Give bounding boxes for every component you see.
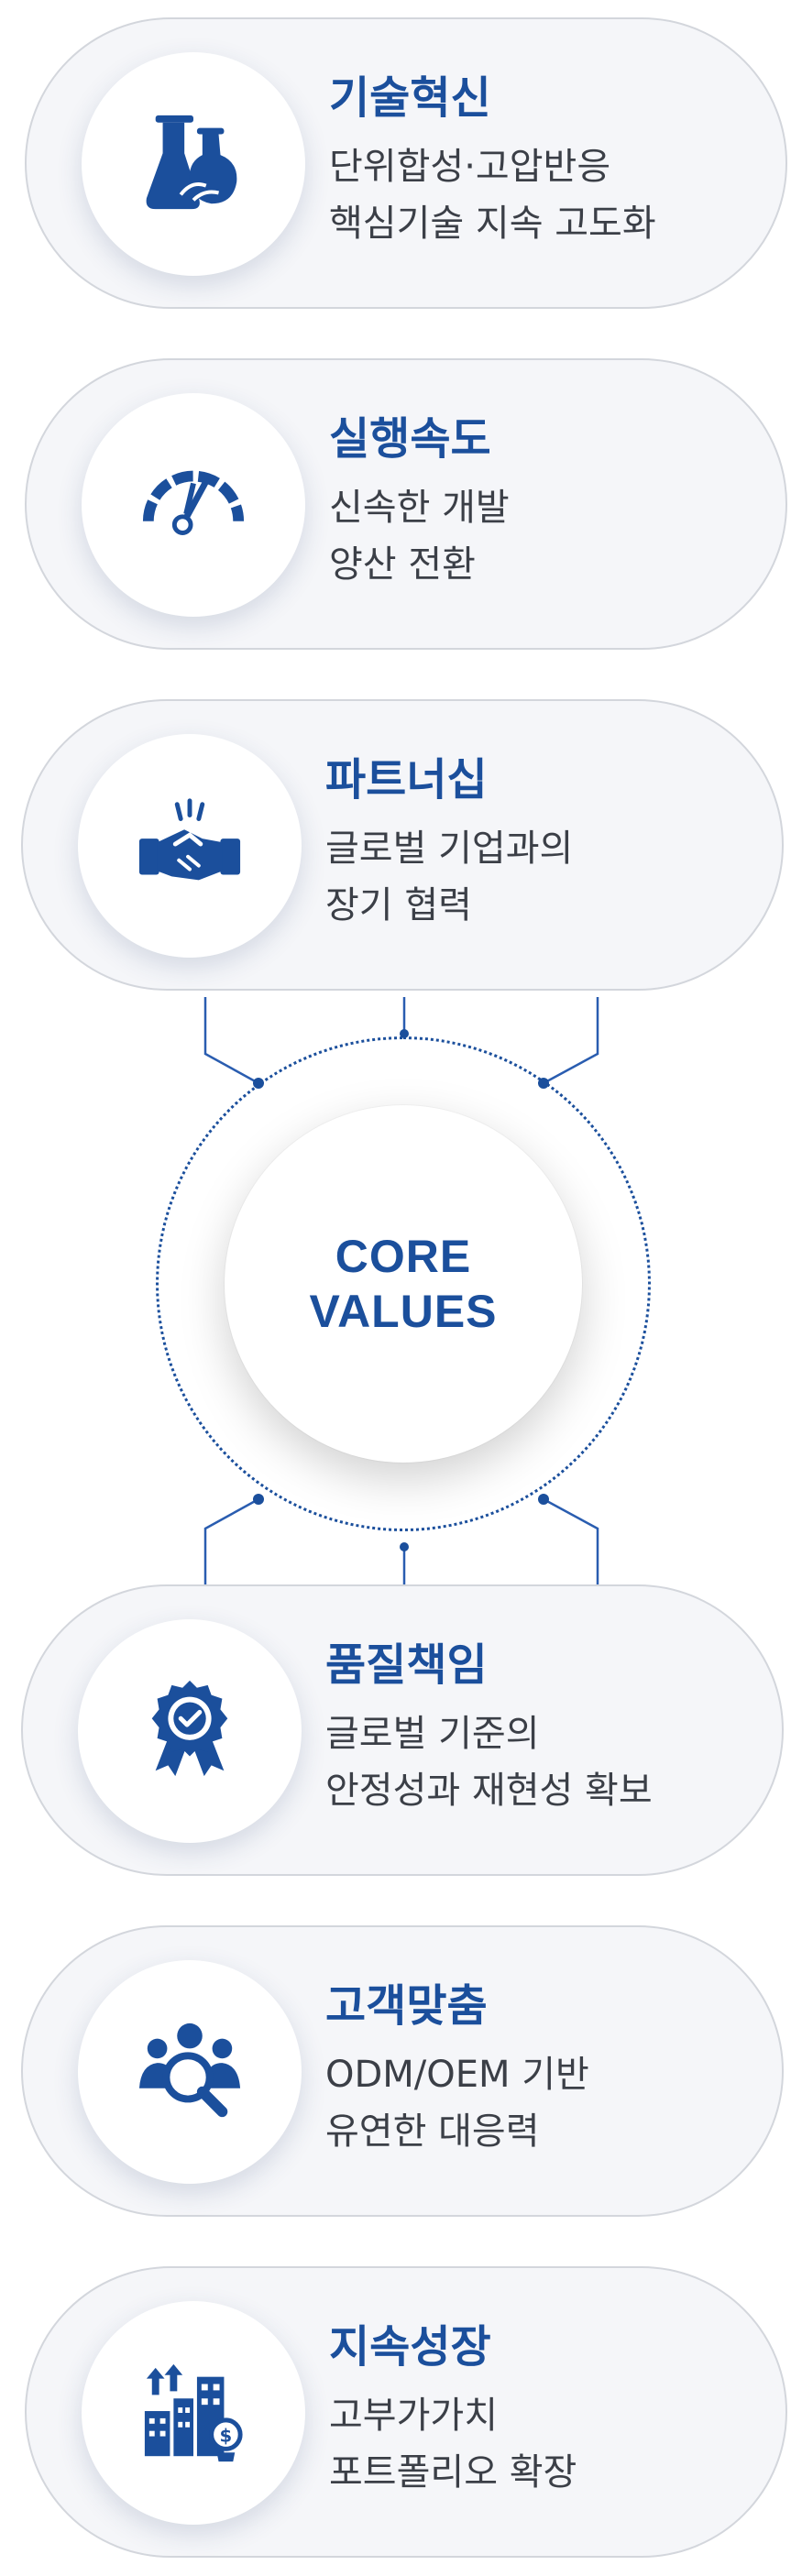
core-dotted-ring [156, 1036, 651, 1531]
icon-circle [78, 1960, 302, 2184]
value-card-speed: 실행속도 신속한 개발 양산 전환 [25, 358, 787, 650]
speedometer-icon [142, 470, 245, 535]
growth-buildings-icon: $ [144, 2363, 243, 2462]
value-desc-line2: 양산 전환 [329, 543, 476, 586]
icon-circle [82, 393, 305, 617]
icon-circle: $ [82, 2301, 305, 2525]
value-desc-line1: ODM/OEM 기반 [325, 2054, 589, 2096]
quality-badge-icon [151, 1680, 228, 1777]
handshake-icon [138, 798, 241, 881]
value-desc-line2: 장기 협력 [325, 884, 472, 926]
value-desc-line1: 단위합성·고압반응 [329, 146, 611, 188]
icon-circle [78, 1619, 302, 1843]
value-title: 실행속도 [329, 413, 491, 465]
value-card-partnership: 파트너십 글로벌 기업과의 장기 협력 [21, 699, 784, 991]
value-title: 기술혁신 [329, 72, 491, 124]
value-title: 파트너십 [325, 754, 488, 806]
value-card-quality: 품질책임 글로벌 기준의 안정성과 재현성 확보 [21, 1584, 784, 1876]
customer-search-icon [138, 2022, 241, 2118]
core-label-line1: CORE [335, 1231, 472, 1282]
icon-circle [78, 734, 302, 958]
flask-icon [146, 115, 237, 210]
value-title: 고객맞춤 [325, 1980, 488, 2032]
value-desc-line1: 글로벌 기준의 [325, 1713, 540, 1755]
value-desc-line1: 글로벌 기업과의 [325, 828, 574, 870]
core-label-line2: VALUES [309, 1286, 498, 1337]
value-desc-line2: 유연한 대응력 [325, 2110, 540, 2153]
icon-circle [82, 52, 305, 276]
core-values-circle: CORE VALUES [225, 1105, 582, 1463]
svg-text:$: $ [220, 2425, 233, 2446]
value-card-innovation: 기술혁신 단위합성·고압반응 핵심기술 지속 고도화 [25, 17, 787, 309]
value-card-customer: 고객맞춤 ODM/OEM 기반 유연한 대응력 [21, 1925, 784, 2217]
value-title: 품질책임 [325, 1639, 488, 1691]
value-card-growth: $ 지속성장 고부가가치 포트폴리오 확장 [25, 2266, 787, 2558]
value-title: 지속성장 [329, 2321, 491, 2373]
value-desc-line2: 핵심기술 지속 고도화 [329, 203, 656, 245]
value-desc-line2: 포트폴리오 확장 [329, 2451, 577, 2494]
value-desc-line1: 고부가가치 [329, 2395, 498, 2437]
value-desc-line1: 신속한 개발 [329, 487, 510, 529]
value-desc-line2: 안정성과 재현성 확보 [325, 1770, 653, 1812]
